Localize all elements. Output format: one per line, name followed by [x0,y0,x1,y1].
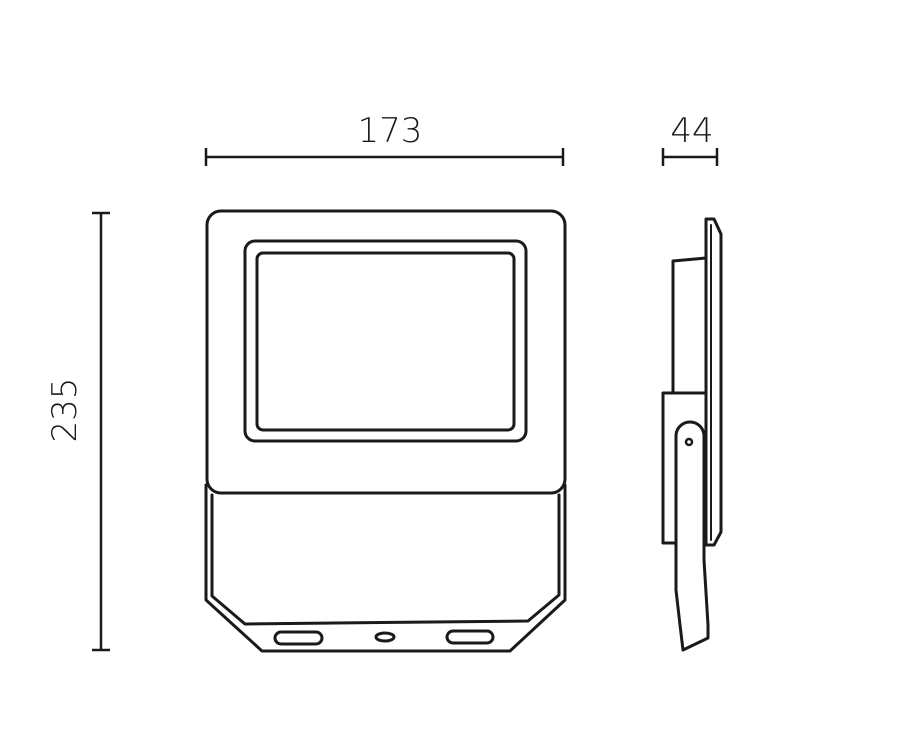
lens [255,251,516,432]
mounting-bracket [204,483,567,653]
front-plate [704,217,723,547]
height-label: 235 [45,378,85,443]
mounting-slot-left [273,630,324,646]
depth-dimension: 44 [661,111,719,166]
height-dimension: 235 [45,211,110,652]
bracket-arm [674,420,710,652]
mounting-slot-right [445,629,495,645]
mounting-hole [374,631,396,643]
bracket-inner-edge [210,493,561,626]
housing [205,209,567,495]
side-view [661,217,723,652]
lens-frame [243,239,528,443]
front-view [204,209,567,653]
pivot-hole [684,437,694,447]
width-label: 173 [358,111,423,151]
depth-label: 44 [670,111,713,151]
width-dimension: 173 [204,111,565,166]
body [671,256,708,395]
